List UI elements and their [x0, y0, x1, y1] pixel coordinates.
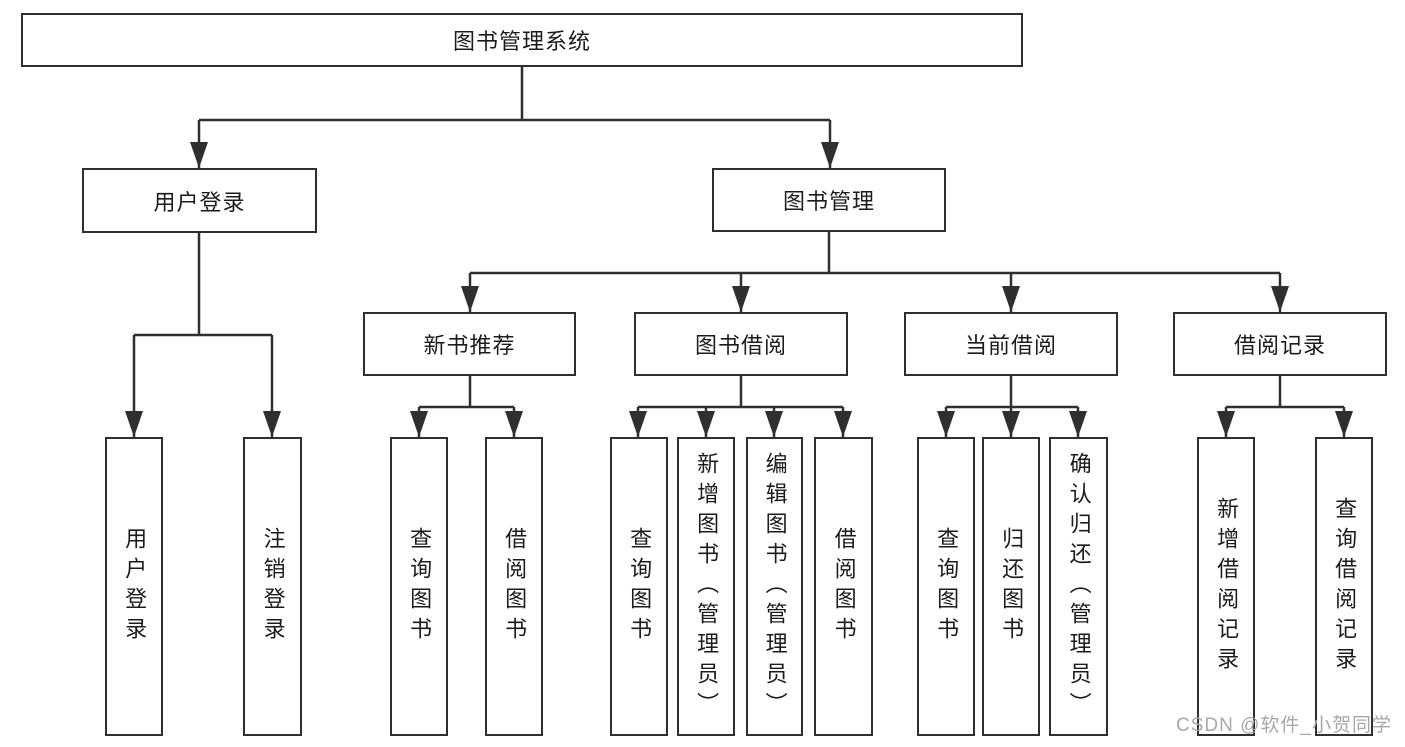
node-user-login: 用户登录 [82, 168, 317, 233]
node-logout-leaf: 注销登录 [243, 437, 302, 736]
node-query-borrow-record: 查询借阅记录 [1315, 437, 1373, 736]
node-borrow-books-1: 借阅图书 [485, 437, 543, 736]
node-query-books-2: 查询图书 [610, 437, 668, 736]
node-add-book-admin: 新增图书（管理员） [677, 437, 735, 736]
edge-currentborrow-trunk [946, 376, 1078, 409]
edge-records-trunk [1226, 376, 1344, 409]
node-query-books-1: 查询图书 [390, 437, 448, 736]
node-borrow-books-2: 借阅图书 [814, 437, 873, 736]
node-login-leaf: 用户登录 [105, 437, 163, 736]
csdn-watermark: CSDN @软件_小贺同学 [1176, 715, 1392, 736]
node-new-book-recommend: 新书推荐 [363, 312, 576, 376]
node-book-management: 图书管理 [712, 168, 946, 232]
node-library-system: 图书管理系统 [21, 13, 1023, 67]
node-return-book: 归还图书 [982, 437, 1040, 736]
node-confirm-return-admin: 确认归还（管理员） [1049, 437, 1108, 736]
node-edit-book-admin: 编辑图书（管理员） [746, 437, 803, 736]
node-borrow-records: 借阅记录 [1173, 312, 1387, 376]
edge-root-trunk [199, 67, 830, 122]
edge-userlogin-trunk [134, 233, 272, 337]
edge-bookmgmt-trunk [470, 232, 1280, 275]
node-current-borrow: 当前借阅 [904, 312, 1118, 376]
edge-newbook-trunk [419, 376, 514, 409]
edge-bookborrow-trunk [638, 376, 843, 409]
node-book-borrow: 图书借阅 [634, 312, 848, 376]
node-query-books-3: 查询图书 [917, 437, 975, 736]
node-add-borrow-record: 新增借阅记录 [1197, 437, 1255, 736]
